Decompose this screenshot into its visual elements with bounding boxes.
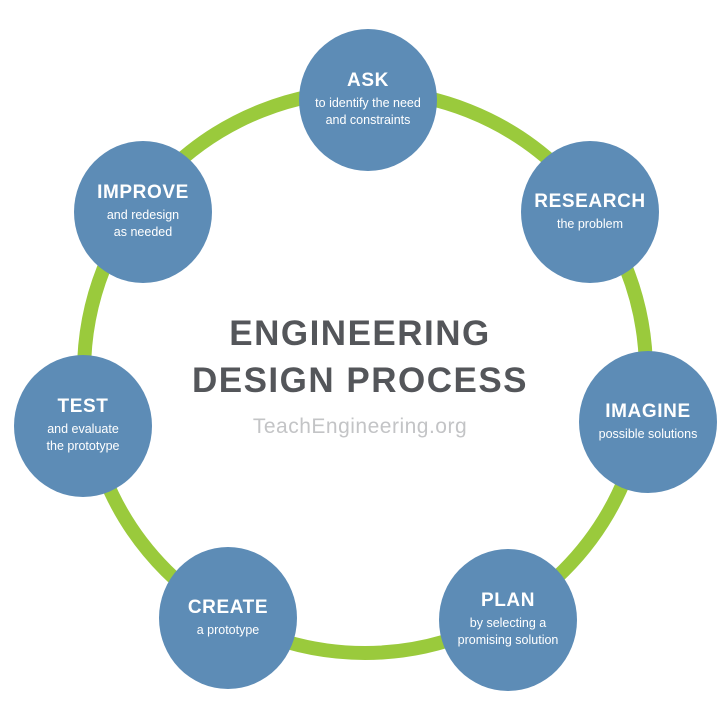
step-ask-title: ASK [347, 70, 389, 92]
diagram-title: ENGINEERING DESIGN PROCESS [191, 314, 529, 401]
step-imagine: IMAGINE possible solutions [579, 351, 717, 493]
step-research-title: RESEARCH [534, 190, 646, 212]
step-create: CREATE a prototype [159, 547, 297, 689]
step-improve-subtitle: and redesign as needed [106, 207, 180, 240]
step-imagine-subtitle: possible solutions [598, 426, 698, 441]
step-imagine-title: IMAGINE [605, 400, 691, 422]
step-improve: IMPROVE and redesign as needed [74, 141, 212, 283]
step-research: RESEARCH the problem [521, 141, 659, 283]
step-create-subtitle: a prototype [196, 622, 260, 637]
step-improve-title: IMPROVE [97, 182, 189, 204]
step-plan-subtitle: by selecting a promising solution [457, 615, 559, 648]
step-create-title: CREATE [187, 596, 269, 618]
step-test-title: TEST [57, 396, 109, 418]
site-credit: TeachEngineering.org [252, 414, 468, 438]
step-ask-subtitle: to identify the need and constraints [315, 95, 421, 128]
step-plan: PLAN by selecting a promising solution [439, 549, 577, 691]
center-text-block: ENGINEERING DESIGN PROCESS TeachEngineer… [0, 310, 720, 439]
step-test-subtitle: and evaluate the prototype [46, 421, 120, 454]
step-research-subtitle: the problem [556, 216, 623, 231]
step-plan-title: PLAN [480, 590, 536, 612]
step-ask: ASK to identify the need and constraints [299, 29, 437, 171]
step-test: TEST and evaluate the prototype [14, 355, 152, 497]
